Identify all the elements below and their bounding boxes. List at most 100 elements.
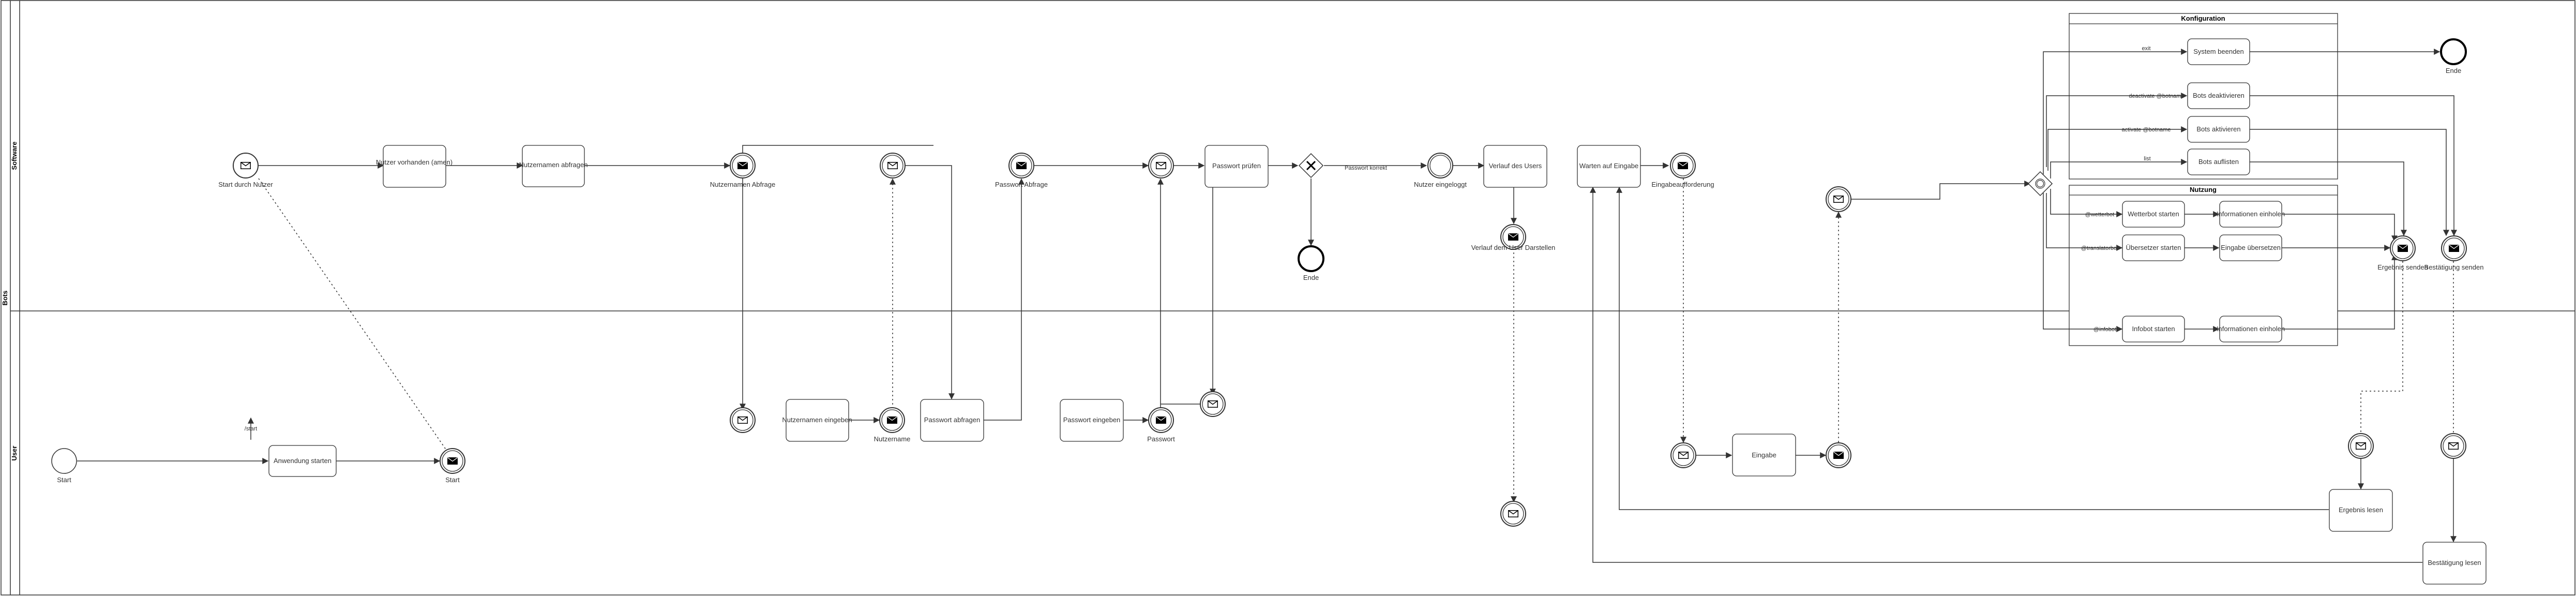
message-catch-event-1: [880, 153, 906, 178]
task-infobot-starten[interactable]: Infobot starten: [2122, 316, 2185, 342]
lane-label-software: Software: [10, 142, 18, 170]
task-passwort-abfragen[interactable]: Passwort abfragen: [920, 399, 984, 442]
event-label: Start: [445, 476, 460, 484]
task-bots-aktivieren[interactable]: Bots aktivieren: [2187, 116, 2250, 143]
task-anwendung-starten[interactable]: Anwendung starten: [268, 445, 337, 477]
message-event-nutzernamen-abfrage: Nutzernamen Abfrage: [710, 153, 775, 188]
task-label: Nutzer vorhanden (amen): [376, 158, 453, 166]
end-event-top: Ende: [2440, 38, 2467, 74]
task-system-beenden[interactable]: System beenden: [2187, 38, 2250, 65]
task-informationen-einholen-2[interactable]: Informationen einholen: [2217, 316, 2285, 342]
task-eingabe[interactable]: Eingabe: [1732, 434, 1796, 476]
intermediate-event-nutzer-eingeloggt: Nutzer eingeloggt: [1414, 153, 1467, 188]
task-nutzernamen-eingeben[interactable]: Nutzernamen eingeben: [782, 399, 852, 442]
group-label-konfiguration: Konfiguration: [2181, 14, 2225, 22]
task-label: Passwort abfragen: [924, 416, 980, 424]
task-label: Eingabe: [1752, 451, 1776, 459]
message-throw-event-user-eingabe: [1826, 442, 1851, 468]
group-label-nutzung: Nutzung: [2190, 186, 2217, 193]
task-label: Ergebnis lesen: [2339, 506, 2383, 514]
message-event-bestaetigung-senden: Bestätigung senden: [2424, 235, 2483, 271]
task-label: Passwort eingeben: [1063, 416, 1121, 424]
event-label: Start durch Nutzer: [218, 181, 273, 188]
task-label: Bestätigung lesen: [2428, 559, 2481, 567]
task-bestaetigung-lesen[interactable]: Bestätigung lesen: [2422, 542, 2487, 585]
edge-label-wetterbot: @wetterbot: [2085, 212, 2114, 218]
task-informationen-einholen-1[interactable]: Informationen einholen: [2217, 201, 2285, 228]
message-catch-event-3: [1826, 186, 1851, 212]
message-catch-event-user-1: [730, 407, 756, 433]
task-label: Nutzernamen abfragen: [519, 161, 588, 169]
task-label: Anwendung starten: [274, 457, 332, 465]
message-catch-event-user-6: [2441, 433, 2466, 459]
task-bots-auflisten[interactable]: Bots auflisten: [2187, 148, 2250, 175]
task-bots-deaktivieren[interactable]: Bots deaktivieren: [2187, 82, 2250, 109]
task-warten-eingabe[interactable]: Warten auf Eingabe: [1577, 145, 1641, 188]
event-based-gateway: [2027, 171, 2053, 197]
task-eingabe-uebersetzen[interactable]: Eingabe übersetzen: [2219, 234, 2282, 261]
task-label: Infobot starten: [2132, 325, 2175, 333]
edge-label-start: /start: [245, 426, 257, 432]
event-label: Passwort: [1147, 435, 1175, 443]
task-nutzernamen-abfragen[interactable]: Nutzernamen abfragen: [519, 145, 588, 187]
event-label: Passwort Abfrage: [995, 181, 1048, 188]
event-label: Nutzernamen Abfrage: [710, 181, 775, 188]
xor-gateway: [1298, 153, 1324, 178]
event-label: Verlauf dem User Darstellen: [1471, 244, 1556, 251]
message-event-eingabeaufforderung: Eingabeaufforderung: [1651, 153, 1714, 188]
message-event-passwort-abfrage: Passwort Abfrage: [995, 153, 1048, 188]
start-event-durch-nutzer: Start durch Nutzer: [218, 153, 273, 188]
task-passwort-eingeben[interactable]: Passwort eingeben: [1060, 399, 1124, 442]
lane-user: User: [10, 446, 18, 461]
edge-label-exit: exit: [2142, 46, 2150, 52]
edge-label-list: list: [2144, 156, 2150, 162]
message-catch-event-2: [1148, 153, 1174, 178]
task-label: Übersetzer starten: [2126, 244, 2181, 251]
end-event-sw: Ende: [1298, 245, 1324, 281]
task-label: Bots auflisten: [2198, 158, 2239, 166]
edge-label-infobot: @infobot: [2093, 326, 2116, 333]
edge-label-deactivate: deactivate @botname: [2129, 93, 2184, 99]
task-label: System beenden: [2193, 48, 2244, 55]
event-label: Nutzer eingeloggt: [1414, 181, 1467, 188]
task-verlauf-des-users[interactable]: Verlauf des Users: [1483, 145, 1547, 188]
event-label: Ende: [2446, 67, 2461, 74]
message-event-passwort: Passwort: [1147, 407, 1175, 443]
svg-text:Nutzer vorhanden (amen): Nutzer vorhanden (amen): [376, 158, 453, 166]
task-wetterbot-starten[interactable]: Wetterbot starten: [2122, 201, 2185, 228]
message-catch-event-user-3: [1500, 501, 1526, 527]
task-label: Warten auf Eingabe: [1579, 162, 1638, 170]
lane-label-user: User: [10, 446, 18, 461]
start-event-user: Start: [51, 448, 77, 484]
task-uebersetzer-starten[interactable]: Übersetzer starten: [2122, 234, 2185, 261]
message-catch-event-user-5: [2348, 433, 2374, 459]
task-label: Passwort prüfen: [1212, 162, 1261, 170]
task-ergebnis-lesen[interactable]: Ergebnis lesen: [2329, 489, 2393, 532]
task-label: Informationen einholen: [2217, 210, 2285, 218]
event-label: Start: [57, 476, 71, 484]
edge-label-passwort-korrekt: Passwort korrekt: [1345, 165, 1387, 171]
task-label: Verlauf des Users: [1489, 162, 1542, 170]
group-nutzung: Nutzung: [2069, 185, 2338, 346]
pool-label-bots: Bots: [1, 291, 9, 306]
message-catch-event-user-2: [1200, 391, 1226, 417]
event-label: Ergebnis senden: [2377, 263, 2428, 271]
task-label: Wetterbot starten: [2128, 210, 2179, 218]
message-event-ergebnis-senden: Ergebnis senden: [2377, 235, 2428, 271]
task-passwort-pruefen[interactable]: Passwort prüfen: [1204, 145, 1269, 188]
message-event-nutzername: Nutzername: [874, 407, 911, 443]
task-label: Eingabe übersetzen: [2221, 244, 2281, 251]
message-flows: [258, 178, 2457, 503]
message-catch-event-user-4: [1670, 442, 1696, 468]
event-label: Ende: [1303, 274, 1319, 281]
task-nutzer-vorhanden[interactable]: Nutzer vorhanden (amen): [376, 145, 453, 188]
message-event-start-user: Start: [440, 448, 465, 484]
task-label: Bots deaktivieren: [2193, 92, 2244, 99]
user-flows: [77, 186, 2457, 563]
event-label: Nutzername: [874, 435, 911, 443]
message-event-verlauf-darstellen: Verlauf dem User Darstellen: [1471, 224, 1556, 251]
event-label: Eingabeaufforderung: [1651, 181, 1714, 188]
task-label: Informationen einholen: [2217, 325, 2285, 333]
task-label: Bots aktivieren: [2196, 125, 2240, 133]
